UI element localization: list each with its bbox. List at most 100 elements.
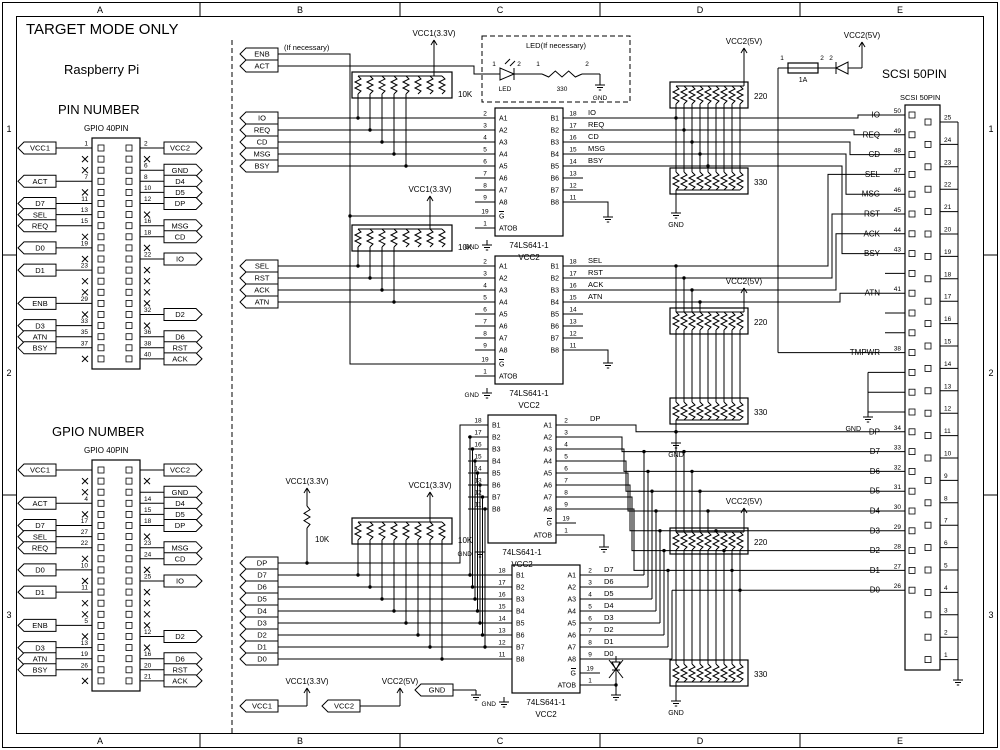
pin-label: A7: [543, 495, 552, 502]
ic-74ls641-4[interactable]: [511, 564, 581, 694]
net-flag[interactable]: [163, 630, 203, 643]
pin-number: 15: [81, 218, 89, 225]
net-flag[interactable]: [163, 219, 203, 233]
pin-number: 14: [144, 496, 152, 503]
net-flag[interactable]: [239, 652, 279, 666]
connector-pad: [97, 222, 105, 230]
pin-number: 4: [84, 496, 88, 503]
net-flag[interactable]: [163, 341, 203, 355]
resistor-network-220[interactable]: [669, 527, 749, 555]
resistor-network-10k[interactable]: [351, 517, 453, 545]
connector-pad: [97, 477, 105, 485]
net-flag[interactable]: [163, 352, 203, 366]
connector-pad: [908, 289, 916, 297]
vcc2-net-flag[interactable]: [321, 699, 361, 713]
net-flag-label: ACT: [33, 177, 48, 186]
no-connect-x-icon: [81, 166, 89, 174]
gnd-label: GND: [458, 551, 473, 558]
gnd-icon: [471, 690, 481, 701]
net-flag[interactable]: [163, 652, 203, 666]
net-flag[interactable]: [17, 263, 57, 277]
resistor-network-330[interactable]: [669, 659, 749, 687]
resistor-network-10k[interactable]: [351, 224, 453, 252]
net-flag[interactable]: [239, 295, 279, 309]
rpi-pin-connector[interactable]: [91, 137, 141, 370]
net-flag[interactable]: [163, 308, 203, 321]
resistor-network-330[interactable]: [669, 397, 749, 425]
net-flag[interactable]: [17, 219, 57, 233]
net-flag[interactable]: [163, 519, 203, 532]
net-flag[interactable]: [163, 330, 203, 344]
pin-label: A2: [499, 128, 508, 135]
net-flag[interactable]: [17, 563, 57, 577]
pin-number: 10: [81, 562, 89, 569]
pin-number: 5: [84, 618, 88, 625]
rpi-gpio-connector[interactable]: [91, 459, 141, 692]
connector-pad: [97, 200, 105, 207]
net-flag[interactable]: [163, 141, 203, 155]
gnd-net-flag[interactable]: [414, 683, 454, 697]
ic-74ls641-3[interactable]: [487, 414, 557, 544]
net-flag[interactable]: [17, 241, 57, 255]
net-flag[interactable]: [17, 496, 57, 510]
resistor-icon: [719, 401, 729, 421]
net-label: RST: [588, 268, 603, 277]
pin-number: 14: [569, 159, 577, 166]
no-connect-x-icon: [81, 488, 89, 496]
connector-pad: [125, 666, 133, 674]
pin-number: 18: [498, 568, 506, 575]
net-flag[interactable]: [17, 618, 57, 632]
net-flag[interactable]: [17, 463, 57, 477]
net-flag-label: D2: [175, 632, 185, 641]
resistor-icon: [735, 531, 745, 551]
net-flag[interactable]: [163, 197, 203, 210]
junction-dot: [698, 300, 702, 304]
resistor-network-10k[interactable]: [351, 71, 453, 99]
net-flag[interactable]: [163, 185, 203, 199]
resistor-network-330[interactable]: [669, 167, 749, 195]
net-flag[interactable]: [163, 463, 203, 477]
act-flag[interactable]: [239, 59, 279, 73]
junction-dot: [690, 469, 694, 474]
net-flag[interactable]: [163, 541, 203, 555]
net-flag[interactable]: [17, 141, 57, 155]
net-flag[interactable]: [163, 574, 203, 588]
resistor-network-220[interactable]: [669, 307, 749, 335]
net-flag[interactable]: [163, 174, 203, 188]
resistor-icon: [719, 85, 729, 105]
net-flag[interactable]: [163, 163, 203, 177]
net-flag[interactable]: [163, 674, 203, 688]
net-flag[interactable]: [239, 159, 279, 173]
net-flag[interactable]: [17, 174, 57, 188]
net-flag[interactable]: [163, 507, 203, 521]
pin-number: 18: [944, 271, 952, 278]
pin-number: 2: [585, 61, 589, 68]
wire: [576, 496, 885, 552]
net-flag[interactable]: [163, 485, 203, 499]
net-flag[interactable]: [163, 252, 203, 266]
net-flag[interactable]: [163, 230, 203, 244]
net-flag[interactable]: [17, 296, 57, 310]
ic-74ls641-2[interactable]: [494, 255, 564, 385]
net-flag[interactable]: [163, 663, 203, 677]
resistor-network-220[interactable]: [669, 81, 749, 109]
pin-number: 13: [498, 628, 506, 635]
pin-number: 12: [569, 183, 577, 190]
connector-pad: [924, 230, 932, 238]
connector-pad: [97, 666, 105, 674]
net-flag[interactable]: [17, 541, 57, 555]
pin-number: 10: [144, 185, 152, 192]
net-flag[interactable]: [17, 663, 57, 677]
ic-74ls641-1[interactable]: [494, 107, 564, 237]
pin-label: A1: [543, 423, 552, 430]
scsi-connector[interactable]: [904, 104, 941, 671]
net-flag[interactable]: [17, 585, 57, 599]
pin-number: 8: [588, 640, 592, 647]
pin-number: 7: [483, 171, 487, 178]
net-flag[interactable]: [17, 341, 57, 355]
net-flag[interactable]: [163, 496, 203, 510]
net-flag[interactable]: [163, 552, 203, 566]
frame-col-label: B: [297, 5, 303, 15]
vcc1-net-flag[interactable]: [239, 699, 279, 713]
pin-number: 1: [483, 369, 487, 376]
